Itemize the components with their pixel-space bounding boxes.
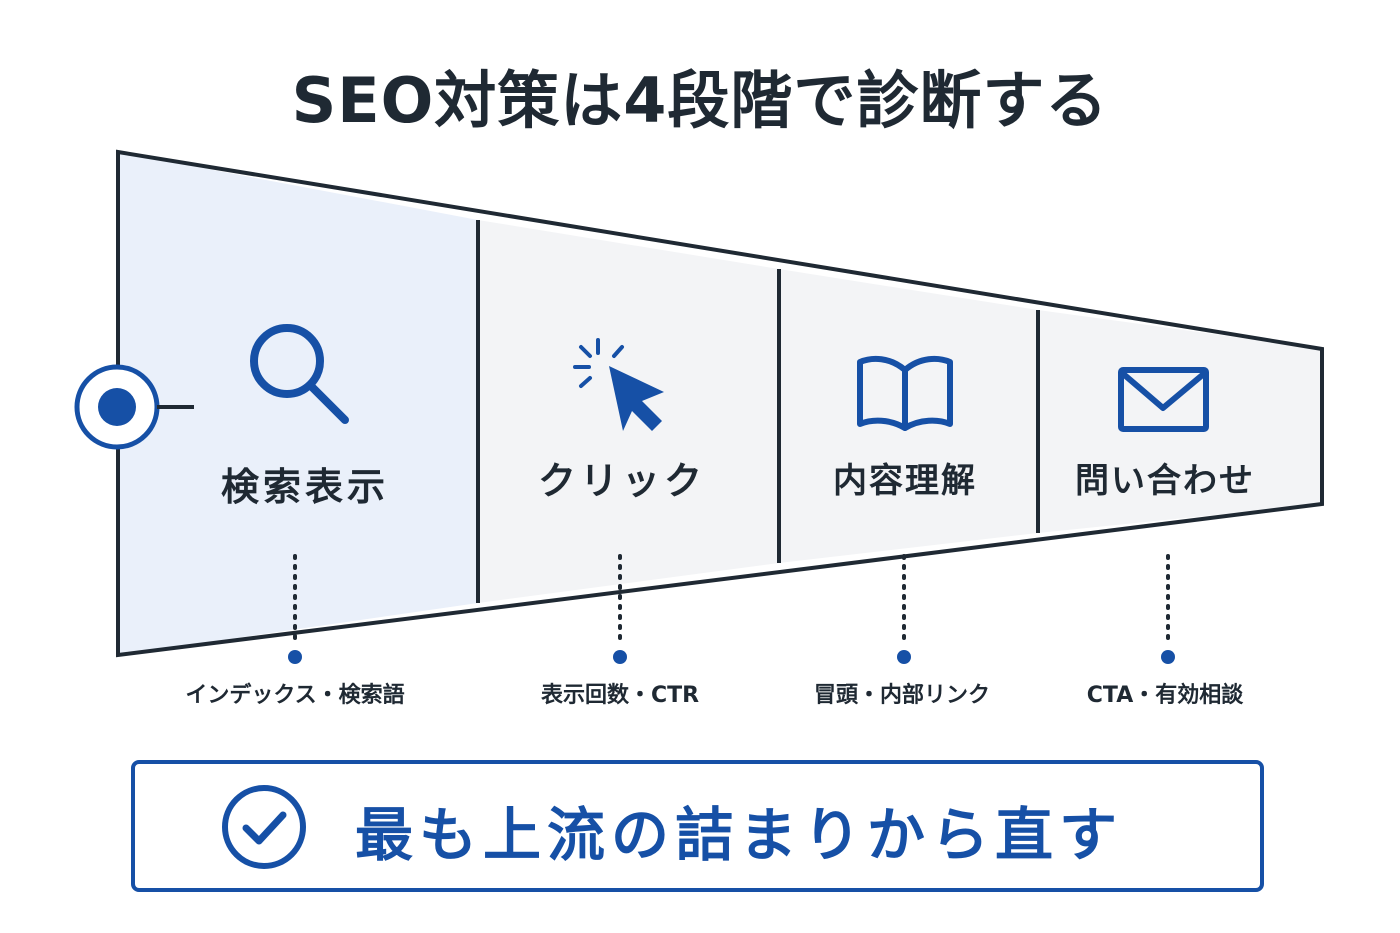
stage-2-label: クリック: [538, 459, 706, 503]
stage-4-metric: CTA・有効相談: [1087, 682, 1244, 708]
check-circle-icon: [222, 785, 306, 869]
stage-4-panel: [1038, 310, 1322, 533]
stage-3-metric: 冒頭・内部リンク: [814, 682, 990, 708]
entry-point-icon: [74, 364, 194, 450]
envelope-icon: [1118, 367, 1209, 432]
stage-4-label: 問い合わせ: [1075, 461, 1255, 501]
conclusion-text: 最も上流の詰まりから直す: [355, 801, 1124, 869]
metric-leader-3: [897, 554, 911, 664]
stage-2-metric: 表示回数・CTR: [541, 682, 699, 708]
cursor-click-icon: [573, 338, 664, 431]
metric-leader-2: [613, 554, 627, 664]
page-title: SEO対策は4段階で診断する: [291, 64, 1109, 137]
stage-1-panel: [118, 152, 478, 655]
metric-leader-1: [288, 554, 302, 664]
stage-3-panel: [779, 269, 1038, 563]
open-book-icon: [857, 355, 953, 431]
stage-3-label: 内容理解: [833, 461, 977, 501]
metric-leader-4: [1161, 554, 1175, 664]
stage-1-label: 検索表示: [221, 465, 389, 509]
conclusion-box: 最も上流の詰まりから直す: [131, 760, 1264, 892]
stage-1-metric: インデックス・検索語: [185, 682, 404, 708]
magnifier-icon: [250, 324, 349, 424]
funnel-outline: [116, 149, 1324, 658]
